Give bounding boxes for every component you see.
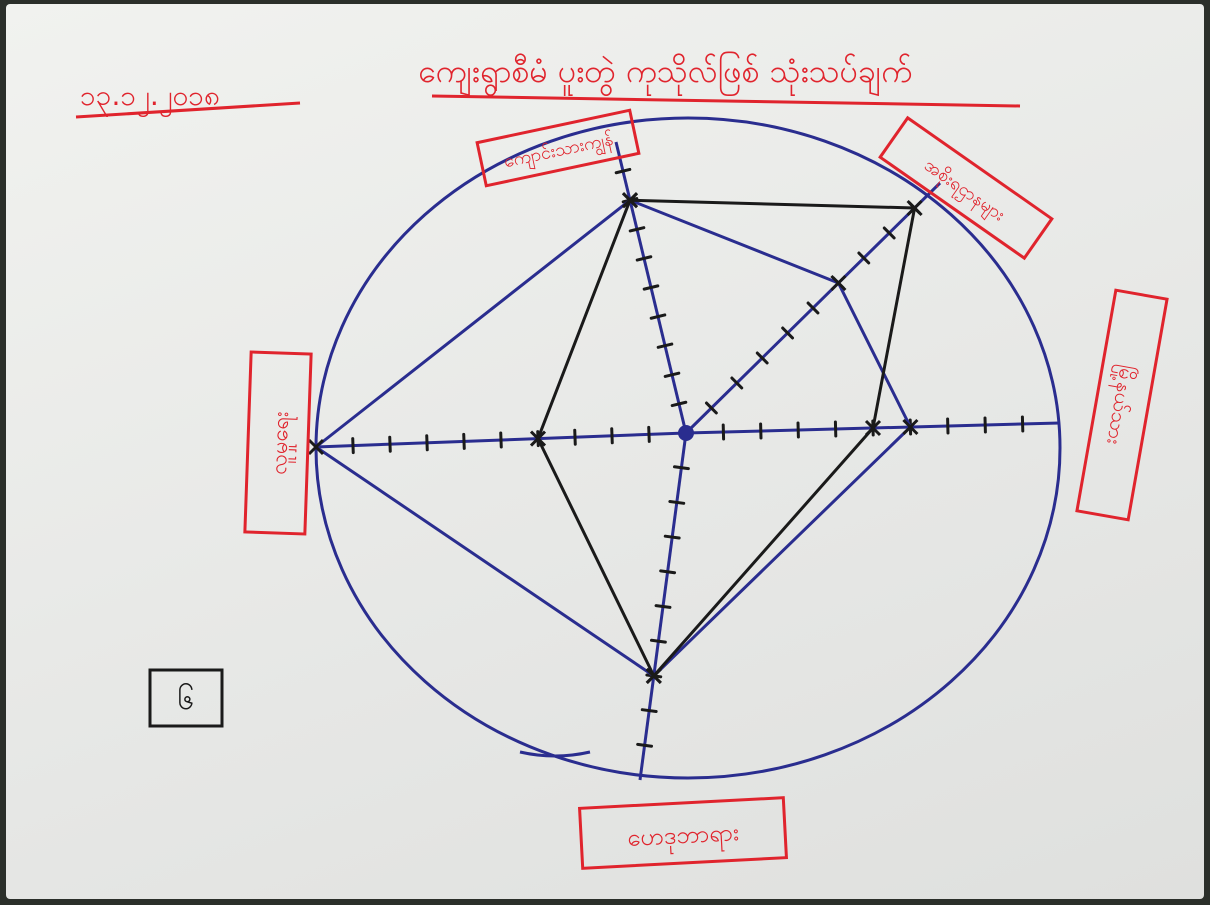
axis-tick-top <box>656 342 674 349</box>
axis-tick-left <box>573 428 577 446</box>
axis-tick-top_right <box>755 351 769 365</box>
axis-tick-bottom <box>668 499 686 505</box>
axis-tick-top_right <box>806 301 820 315</box>
axis-tick-bottom <box>640 708 658 714</box>
series-polygon-2 <box>536 198 917 678</box>
axis-tick-bottom <box>672 465 690 471</box>
axis-tick-top <box>649 313 667 320</box>
series-2-point-top <box>621 192 639 209</box>
series-polygons <box>307 192 923 684</box>
label-bottom-text: ဟေဒုဘာရား <box>627 818 740 857</box>
page-number: ၆ <box>178 681 195 717</box>
label-left: လူမှုရေး <box>243 350 313 536</box>
label-right-text: မြို့နယ်သား <box>1098 363 1140 447</box>
series-polygon-1 <box>314 198 912 678</box>
axis-tick-left <box>425 434 429 452</box>
label-top-box <box>475 108 641 188</box>
paper-sheet <box>6 4 1204 899</box>
label-right-box <box>1075 288 1169 522</box>
point-marker-icon <box>830 274 847 292</box>
label-bottom: ဟေဒုဘာရား <box>577 796 789 870</box>
series-2-point-top_right <box>906 199 923 217</box>
axis-tick-left <box>388 435 392 453</box>
label-top-right: အစိုးရဌာနများ <box>878 115 1054 261</box>
date-underline <box>75 101 301 119</box>
axis-tick-top <box>642 284 660 291</box>
label-bottom-box <box>577 796 789 870</box>
label-left-box <box>243 350 313 536</box>
series-2-point-bottom <box>645 667 662 684</box>
axis-tick-top_right <box>704 401 718 415</box>
axis-tick-top <box>663 371 681 378</box>
series-2-point-left <box>529 430 547 447</box>
series-1-point-left <box>307 438 325 456</box>
axis-tick-top <box>628 226 646 233</box>
axis-tick-top_right <box>781 326 795 340</box>
label-left-text: လူမှုရေး <box>267 411 298 475</box>
axis-tick-left <box>351 437 355 455</box>
point-marker-icon <box>645 667 662 684</box>
point-marker-icon <box>906 199 923 217</box>
axis-tick-top_right <box>730 376 744 390</box>
page-number-box <box>148 668 224 728</box>
point-marker-icon <box>307 438 325 456</box>
axis-tick-bottom <box>649 638 667 644</box>
series-1-point-top_right <box>830 274 847 292</box>
point-marker-icon <box>621 192 639 209</box>
axis-tick-bottom <box>663 534 681 540</box>
axis-tick-left <box>610 427 614 445</box>
axis-tick-left <box>499 431 503 449</box>
axis-tick-bottom <box>659 569 677 575</box>
axis-tick-bottom <box>636 742 654 748</box>
circle-overlap-stroke <box>519 750 591 758</box>
axis-tick-top <box>670 400 688 408</box>
point-marker-icon <box>864 419 882 437</box>
axis-tick-top_right <box>857 251 871 265</box>
series-2-point-right <box>864 419 882 437</box>
center-dot <box>678 425 694 441</box>
label-right: မြို့နယ်သား <box>1075 288 1169 522</box>
axis-tick-top <box>614 167 632 175</box>
series-1-point-right <box>902 418 919 436</box>
diagram-title: ကျေးရွာစီမံ ပူးတွဲ ကုသိုလ်ဖြစ် သုံးသပ်ချ… <box>418 52 912 96</box>
point-marker-icon <box>902 418 919 436</box>
point-marker-icon <box>529 430 547 447</box>
axis-tick-left <box>462 432 466 450</box>
axis-tick-top_right <box>882 226 896 240</box>
axis-tick-bottom <box>654 604 672 609</box>
axis-tick-top <box>635 255 653 262</box>
label-top-right-box <box>878 115 1054 261</box>
axis-tick-left <box>647 425 651 443</box>
label-top: ကျောင်းသားကျွန် <box>475 108 641 188</box>
title-underline <box>431 94 1021 108</box>
